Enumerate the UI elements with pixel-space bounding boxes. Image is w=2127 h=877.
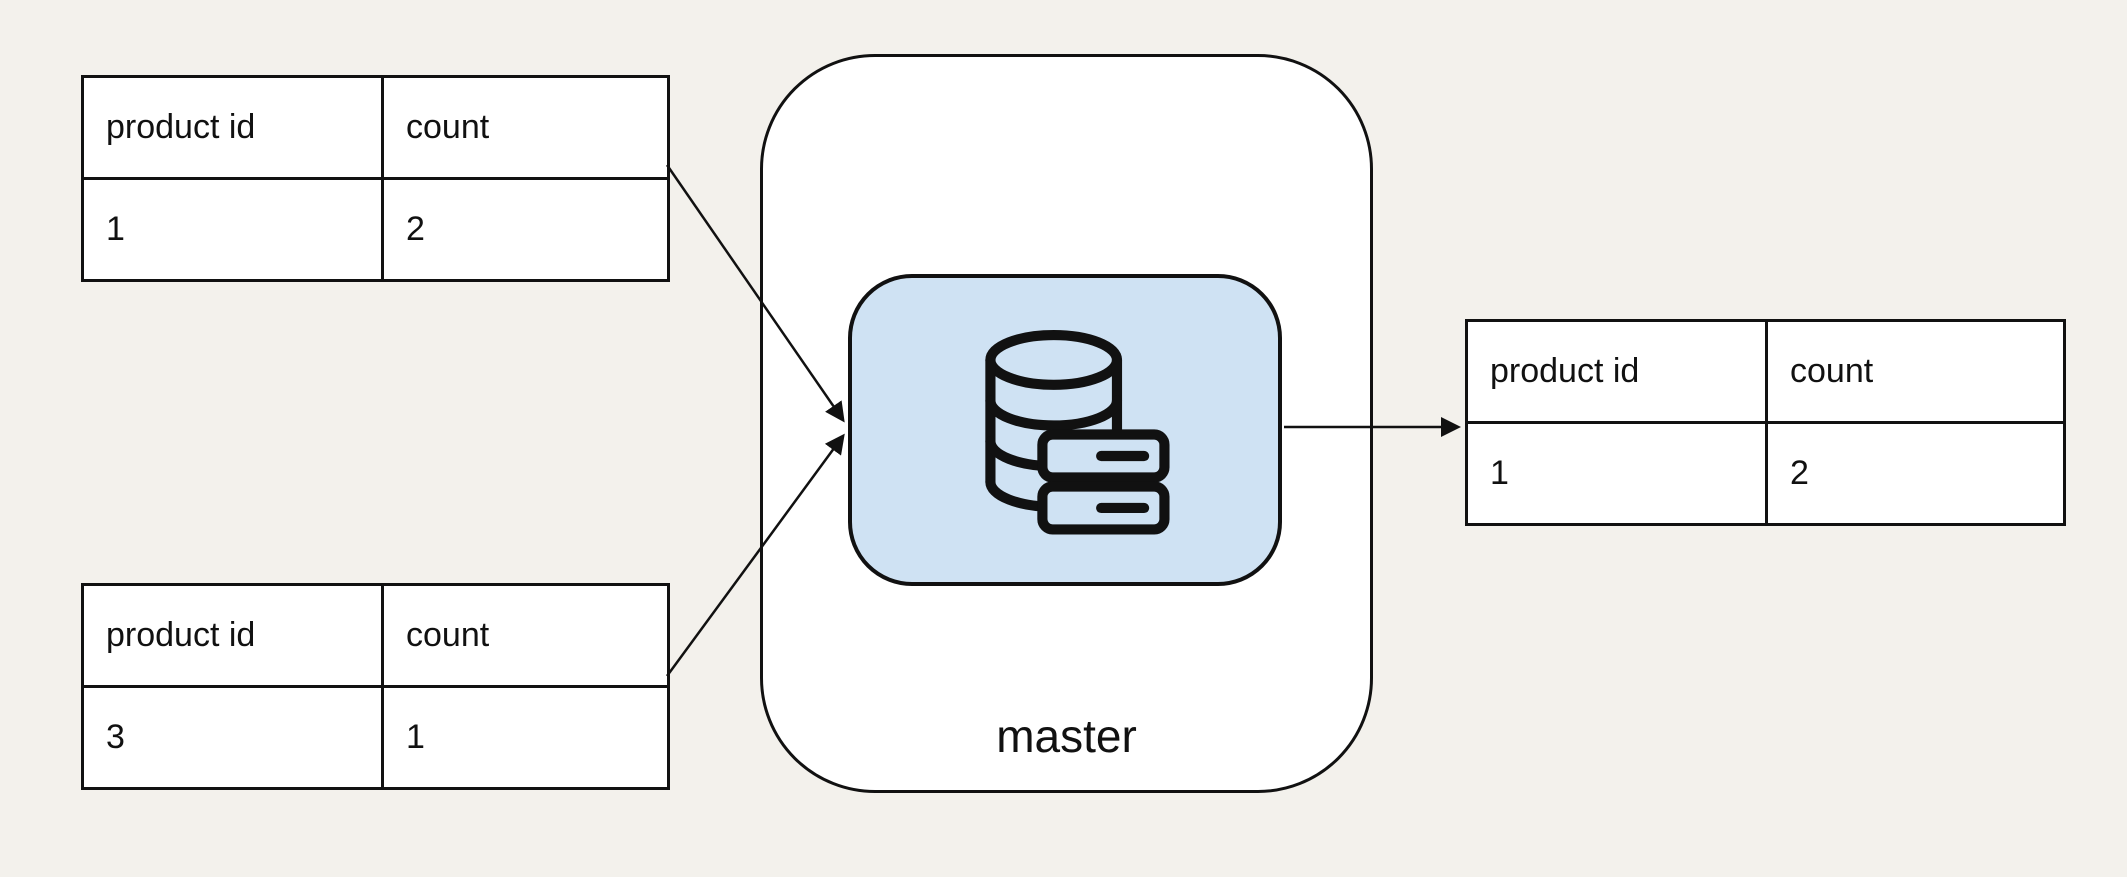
master-label: master — [996, 710, 1137, 762]
master-node: master — [760, 54, 1373, 793]
table-cell-product-id: 3 — [81, 685, 384, 790]
column-header-count: count — [381, 75, 670, 180]
column-header-count: count — [381, 583, 670, 688]
table-row: 1 2 — [81, 177, 670, 282]
column-header-product-id: product id — [1465, 319, 1768, 424]
table-cell-product-id: 1 — [1465, 421, 1768, 526]
table-cell-count: 2 — [381, 177, 670, 282]
table-row: 3 1 — [81, 685, 670, 790]
output-table: product id count 1 2 — [1465, 319, 2066, 526]
column-header-product-id: product id — [81, 583, 384, 688]
column-header-count: count — [1765, 319, 2066, 424]
database-node — [848, 274, 1282, 586]
table-cell-count: 2 — [1765, 421, 2066, 526]
table-cell-count: 1 — [381, 685, 670, 790]
input-table-top: product id count 1 2 — [81, 75, 670, 282]
input-table-bottom: product id count 3 1 — [81, 583, 670, 790]
table-cell-product-id: 1 — [81, 177, 384, 282]
column-header-product-id: product id — [81, 75, 384, 180]
table-row: 1 2 — [1465, 421, 2066, 526]
database-server-icon — [985, 329, 1170, 535]
